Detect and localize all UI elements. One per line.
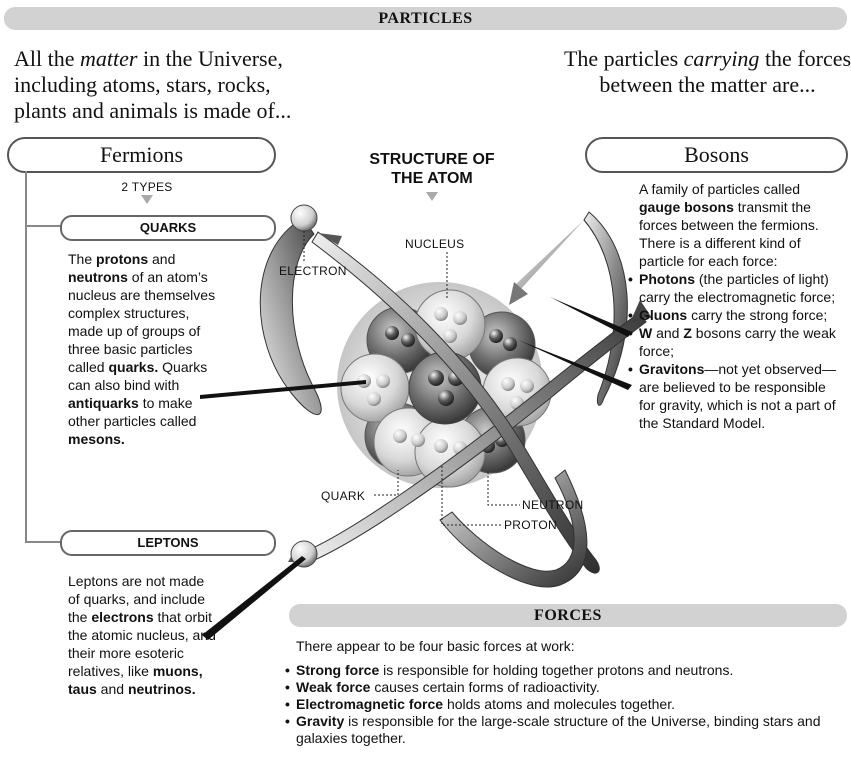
types-arrow-icon — [141, 195, 153, 204]
quark-label: QUARK — [321, 489, 366, 503]
types-label: 2 TYPES — [121, 180, 173, 194]
boson-item: Gravitons—not yet observed—are believed … — [628, 360, 839, 432]
force-item: Strong force is responsible for holding … — [285, 662, 845, 679]
boson-item: Gluons carry the strong force; — [628, 306, 839, 324]
proton-label: PROTON — [504, 518, 557, 532]
boson-item: Photons (the particles of light) carry t… — [628, 270, 839, 306]
force-item: Gravity is responsible for the large-sca… — [285, 713, 845, 747]
nucleus — [340, 289, 552, 488]
orbit-back — [259, 211, 628, 415]
forces-intro: There appear to be four basic forces at … — [296, 638, 575, 654]
bosons-description: A family of particles called gauge boson… — [628, 180, 839, 432]
photon-arrow — [509, 220, 584, 305]
matter-intro: All the matter in the Universe, includin… — [14, 46, 292, 123]
neutron-label: NEUTRON — [522, 498, 584, 512]
carriers-intro: The particles carrying the forces betwee… — [563, 46, 851, 97]
leptons-branch-line — [25, 541, 61, 543]
quarks-description: The protons and neutrons of an atom’s nu… — [68, 251, 216, 447]
boson-item: W and Z bosons carry the weak force; — [628, 324, 839, 360]
quarks-header: QUARKS — [60, 215, 276, 241]
bosons-header: Bosons — [585, 137, 848, 173]
forces-banner: FORCES — [289, 604, 847, 627]
particles-banner: PARTICLES — [4, 7, 847, 30]
leptons-header: LEPTONS — [60, 530, 276, 556]
bosons-list: Photons (the particles of light) carry t… — [628, 270, 839, 432]
fermions-header: Fermions — [7, 137, 276, 173]
quarks-branch-line — [25, 225, 61, 227]
callout-pointers — [200, 297, 632, 640]
atom-title-arrow-icon — [426, 192, 438, 201]
force-item: Weak force causes certain forms of radio… — [285, 679, 845, 696]
leptons-description: Leptons are not made of quarks, and incl… — [68, 573, 216, 697]
forces-list: Strong force is responsible for holding … — [285, 662, 845, 747]
leader-lines — [303, 231, 520, 526]
force-item: Electromagnetic force holds atoms and mo… — [285, 696, 845, 713]
fermions-tree-line — [25, 171, 27, 543]
electron-label: ELECTRON — [279, 264, 347, 278]
nucleus-label: NUCLEUS — [405, 237, 465, 251]
electron-top — [290, 204, 318, 232]
